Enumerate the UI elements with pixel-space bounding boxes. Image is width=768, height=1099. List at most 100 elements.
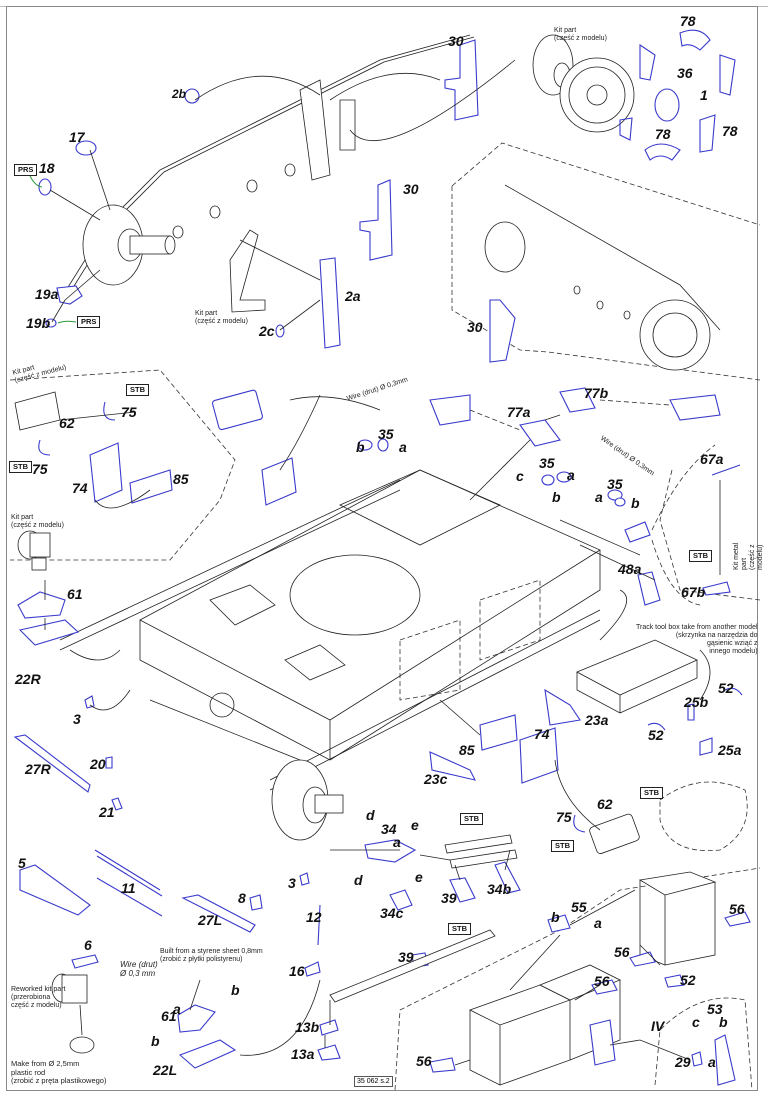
part-35-a-a [377, 438, 389, 452]
part-75-mid [573, 814, 586, 833]
part-56-d [429, 1057, 456, 1073]
callout-oval-53 [654, 997, 753, 1091]
barrel-cleaning-rod [329, 929, 496, 1003]
part-label-52-c: 52 [680, 972, 696, 988]
part-55 [547, 914, 571, 933]
part-label-52-a: 52 [718, 680, 734, 696]
part-label-34c: 34c [380, 905, 404, 921]
part-label-5: 5 [18, 855, 26, 871]
part-label-53: 53 [707, 1001, 723, 1017]
part-label-35-b: 35 [539, 455, 555, 471]
part-label-56-b: 56 [614, 944, 630, 960]
part-label-21: 21 [99, 804, 115, 820]
part-56-c [591, 979, 618, 995]
part-label-2b: 2b [172, 87, 187, 101]
part-23a [544, 688, 581, 726]
part-label-61-b2: b [151, 1033, 160, 1049]
part-label-62-top: 62 [59, 415, 75, 431]
part-label-61-b1: b [231, 982, 240, 998]
part-label-19b: 19b [26, 315, 51, 331]
part-label-34-e2: e [415, 869, 423, 885]
note-reworked-kit-part: Reworked kit part (przerobiona część z m… [11, 986, 66, 1010]
part-label-78-a: 78 [680, 13, 696, 29]
part-13a [317, 1044, 341, 1061]
part-label-IV: IV [651, 1018, 665, 1034]
part-label-56-a: 56 [729, 901, 745, 917]
part-label-19a: 19a [35, 286, 59, 302]
part-11-a [94, 849, 163, 897]
part-6 [71, 954, 99, 969]
spacer-rings [172, 163, 296, 239]
part-label-25b: 25b [684, 694, 709, 710]
part-2a [319, 257, 341, 349]
part-label-78-b: 78 [655, 126, 671, 142]
part-52-b [647, 722, 666, 731]
part-62-hull-plate [211, 389, 263, 431]
tag-prs-19b: PRS [77, 316, 101, 328]
note-kit-metal-part: Kit metal part (część z modelu) [733, 542, 765, 570]
part-label-11: 11 [121, 880, 136, 896]
callout-region-suspension [451, 142, 761, 381]
part-label-16: 16 [289, 963, 305, 979]
tag-stb-75-c: STB [551, 840, 574, 852]
part-34b [494, 861, 521, 894]
part-label-3-a: 3 [73, 711, 81, 727]
part-label-3-b: 3 [288, 875, 296, 891]
part-label-56-c: 56 [594, 973, 610, 989]
tag-stb-75-b: STB [9, 461, 32, 473]
part-label-53-b: b [719, 1014, 728, 1030]
callout-region-toolbox [659, 469, 761, 601]
part-77-right [669, 394, 721, 421]
part-53 [714, 1034, 736, 1086]
part-label-35-a-a: a [399, 439, 407, 455]
part-35-b-b [541, 474, 555, 486]
part-5 [19, 864, 91, 916]
part-label-62-mid: 62 [597, 796, 613, 812]
part-label-23c: 23c [424, 771, 448, 787]
part-85-mid [479, 714, 518, 751]
part-label-35-c-b: b [631, 495, 640, 511]
part-label-2a: 2a [345, 288, 361, 304]
part-75-top [103, 401, 116, 421]
part-label-75-b: 75 [32, 461, 48, 477]
part-62-top-kit [14, 391, 61, 431]
part-label-30-inset: 30 [467, 319, 483, 335]
drive-sprocket-kit [82, 204, 176, 286]
part-label-74-top: 74 [72, 480, 88, 496]
part-61-top [17, 591, 66, 619]
part-67a [711, 464, 741, 476]
part-22R [18, 619, 80, 646]
part-34 [364, 839, 417, 863]
part-label-52-b: 52 [648, 727, 664, 743]
page-number: 35 062 s.2 [354, 1076, 393, 1087]
part-label-67b: 67b [681, 584, 706, 600]
part-label-23a: 23a [585, 712, 609, 728]
tow-cables [444, 834, 518, 869]
part-67b [702, 581, 731, 596]
part-label-12: 12 [306, 909, 322, 925]
part-35-b-a [556, 471, 572, 483]
part-74-top [89, 442, 123, 503]
part-label-30-top: 30 [448, 33, 464, 49]
part-label-35-b-a: a [567, 467, 575, 483]
part-label-61-top: 61 [67, 586, 83, 602]
part-label-35-c-a: a [595, 489, 603, 505]
part-label-6: 6 [84, 937, 92, 953]
part-25b [687, 703, 695, 721]
part-77b [559, 387, 596, 413]
part-21 [111, 797, 123, 811]
part-label-2c: 2c [259, 323, 275, 339]
tag-stb-39: STB [448, 923, 471, 935]
part-label-34-a: a [393, 834, 401, 850]
part-61-bot [177, 1004, 216, 1033]
part-52-c [664, 974, 685, 988]
front-sprocket-kit [149, 692, 344, 841]
part-label-13b: 13b [295, 1019, 320, 1035]
part-20 [105, 756, 113, 769]
part-label-39-b: 39 [398, 949, 414, 965]
part-25a [699, 737, 713, 756]
part-label-35-b-b: b [552, 489, 561, 505]
part-label-34-e1: e [411, 817, 419, 833]
part-label-55: 55 [571, 899, 587, 915]
